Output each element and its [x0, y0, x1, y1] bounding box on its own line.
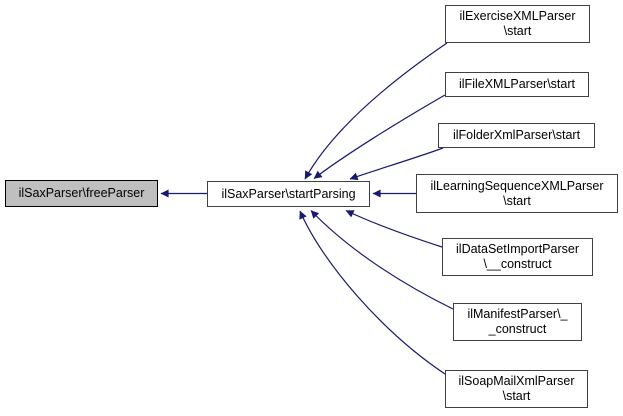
node-manifestparser-construct[interactable]: ilManifestParser\_ _construct — [453, 303, 582, 341]
node-soapmailxmlparser-start[interactable]: ilSoapMailXmlParser \start — [445, 370, 588, 408]
node-folderxmlparser-label: ilFolderXmlParser\start — [452, 128, 581, 142]
node-learningsequencexmlparser-label: ilLearningSequenceXMLParser \start — [430, 178, 604, 208]
edge-folder-startParsing — [349, 147, 444, 181]
node-learningsequencexmlparser-start[interactable]: ilLearningSequenceXMLParser \start — [416, 174, 618, 213]
node-soapmailxmlparser-label: ilSoapMailXmlParser \start — [458, 374, 575, 403]
node-filexmlparser-label: ilFileXMLParser\start — [459, 77, 575, 91]
node-startparsing[interactable]: ilSaxParser\startParsing — [207, 181, 370, 207]
edge-soapmail-startParsing — [299, 210, 446, 375]
edge-file-startParsing — [313, 94, 446, 179]
node-exercisexmlparser-label: ilExerciseXMLParser \start — [459, 9, 576, 38]
node-startparsing-label: ilSaxParser\startParsing — [221, 186, 356, 201]
edge-dataset-startParsing — [345, 209, 443, 248]
node-exercisexmlparser-start[interactable]: ilExerciseXMLParser \start — [445, 5, 590, 43]
node-datasetimportparser-construct[interactable]: ilDataSetImportParser \__construct — [442, 238, 593, 276]
node-filexmlparser-start[interactable]: ilFileXMLParser\start — [445, 72, 589, 97]
node-datasetimportparser-label: ilDataSetImportParser \__construct — [456, 242, 579, 271]
edge-exercise-startParsing — [304, 42, 448, 180]
node-manifestparser-label: ilManifestParser\_ _construct — [467, 307, 568, 336]
edge-manifest-startParsing — [310, 210, 454, 310]
node-freeparser: ilSaxParser\freeParser — [5, 180, 158, 207]
node-freeparser-label: ilSaxParser\freeParser — [18, 186, 145, 200]
node-folderxmlparser-start[interactable]: ilFolderXmlParser\start — [438, 123, 595, 148]
